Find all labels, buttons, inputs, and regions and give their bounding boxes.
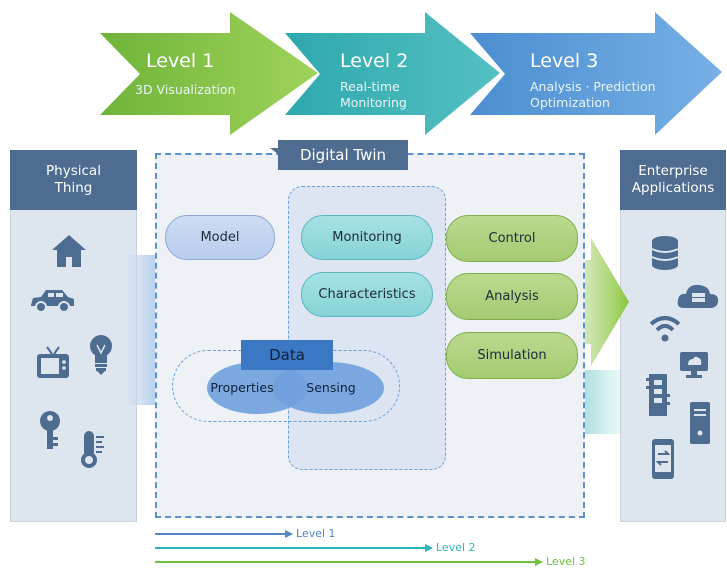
level1-title: Level 1 — [146, 50, 215, 72]
house-icon — [52, 235, 86, 267]
level3-title: Level 3 — [530, 50, 599, 72]
level3-subtitle-line1: Analysis · Prediction — [530, 79, 656, 94]
level2-subtitle-line2: Monitoring — [340, 95, 407, 110]
properties-label: Properties — [210, 380, 274, 395]
monitoring-pill: Monitoring — [301, 215, 433, 260]
legend-level1: Level 1 — [296, 527, 336, 540]
key-icon — [40, 411, 60, 449]
level2-subtitle-line1: Real-time — [340, 79, 400, 94]
cloud-server-icon — [677, 284, 719, 308]
car-icon — [31, 290, 74, 313]
thermometer-icon — [81, 431, 104, 468]
level1-subtitle: 3D Visualization — [135, 82, 236, 97]
wifi-icon — [649, 316, 681, 342]
enterprise-title-line2: Applications — [631, 180, 715, 196]
physical-thing-header: Physical Thing — [10, 150, 137, 210]
characteristics-pill: Characteristics — [301, 272, 433, 317]
level2-arrow — [285, 12, 500, 135]
physical-thing-title-line2: Thing — [54, 180, 93, 196]
level-legend-lines — [155, 530, 543, 566]
level3-arrow — [470, 12, 722, 135]
enterprise-title-line1: Enterprise — [638, 163, 708, 179]
tv-icon — [37, 346, 69, 378]
circuit-board-icon — [646, 374, 670, 416]
level1-arrow — [100, 12, 318, 135]
analysis-pill: Analysis — [446, 273, 578, 320]
sensing-label: Sensing — [306, 380, 356, 395]
model-pill: Model — [165, 215, 275, 260]
monitor-icon — [680, 352, 708, 378]
simulation-pill: Simulation — [446, 332, 578, 379]
legend-level2: Level 2 — [436, 541, 476, 554]
database-icon — [651, 236, 679, 270]
tower-pc-icon — [690, 402, 710, 444]
level2-title: Level 2 — [340, 50, 409, 72]
enterprise-header: Enterprise Applications — [620, 150, 726, 210]
level3-subtitle-line2: Optimization — [530, 95, 610, 110]
legend-level3: Level 3 — [546, 555, 586, 568]
level-arrows — [100, 12, 722, 135]
lightbulb-icon — [90, 335, 112, 375]
digital-twin-tab-shape — [270, 140, 408, 170]
physical-thing-title-line1: Physical — [46, 163, 101, 179]
data-header: Data — [241, 340, 333, 370]
sensing-ellipse — [272, 362, 384, 414]
control-pill: Control — [446, 215, 578, 262]
digital-twin-title: Digital Twin — [299, 146, 387, 164]
phone-transfer-icon — [652, 439, 674, 479]
